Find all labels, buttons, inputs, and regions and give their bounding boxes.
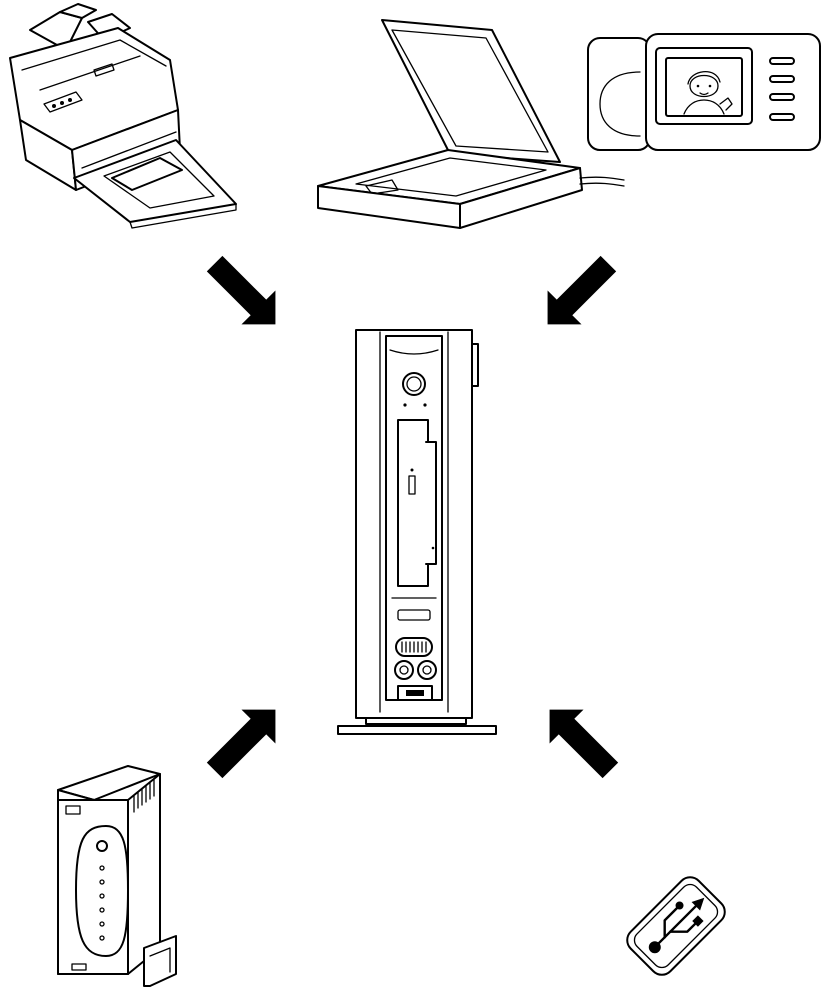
external-drive-illustration [58,766,176,986]
arrow-printer-to-pc [198,247,293,342]
printer-illustration [10,4,236,228]
pc-tower-illustration [338,330,496,734]
camera-illustration [588,34,820,150]
arrow-scanner-to-pc [531,247,626,342]
arrow-usb-to-pc [533,693,628,788]
usb-symbol-illustration [622,872,729,979]
arrow-drive-to-pc [198,693,293,788]
scanner-illustration [318,20,624,228]
